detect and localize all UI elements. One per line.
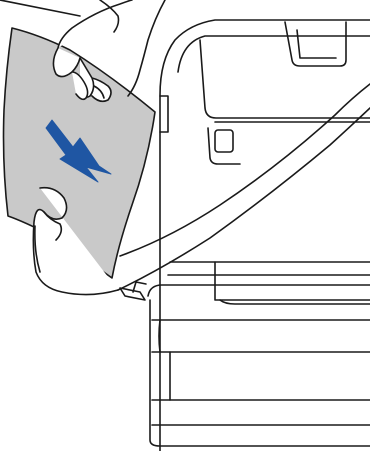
printer-icon — [120, 20, 370, 451]
printer-tray-front — [148, 285, 370, 296]
lower-arm-top-edge — [0, 0, 80, 16]
printer-body — [160, 20, 370, 451]
side-feeder-lever — [120, 288, 145, 300]
feed-slot-window — [215, 130, 233, 152]
paper-guide-tab — [285, 22, 346, 66]
